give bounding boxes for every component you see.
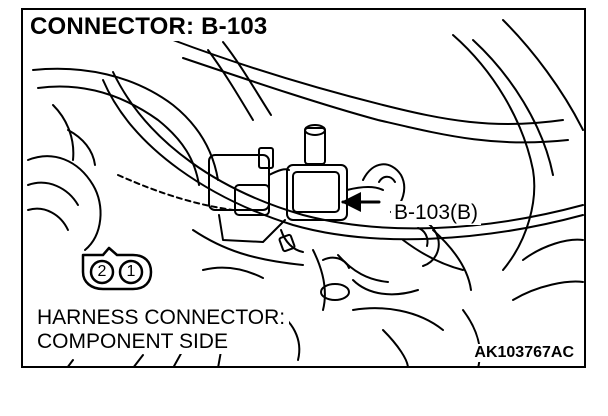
hose-upper [172,39,564,126]
pin-2-label: 2 [97,263,107,280]
pin-1-label: 1 [126,263,136,280]
solenoid-valve-top [304,127,326,165]
harness-label-line1: HARNESS CONNECTOR: [37,306,286,329]
callout-arrow-head [341,192,361,212]
solenoid-body [208,154,270,211]
pin-1-circle [118,259,144,285]
diagram-frame: CONNECTOR: B-103 B-103(B) 2 1 HARNESS CO… [21,8,586,368]
callout-label: B-103(B) [391,201,482,225]
connector-title: CONNECTOR: B-103 [30,13,272,41]
figure-code: AK103767AC [472,344,576,362]
harness-connector-symbol [81,246,153,291]
harness-label-line2: COMPONENT SIDE [37,330,228,353]
harness-label: HARNESS CONNECTOR: COMPONENT SIDE [35,306,290,354]
pipe-arc-inner [112,71,584,230]
engine-bay-illustration [27,19,584,366]
pipe-arc-large [102,79,584,241]
pin-2-circle [89,259,115,285]
